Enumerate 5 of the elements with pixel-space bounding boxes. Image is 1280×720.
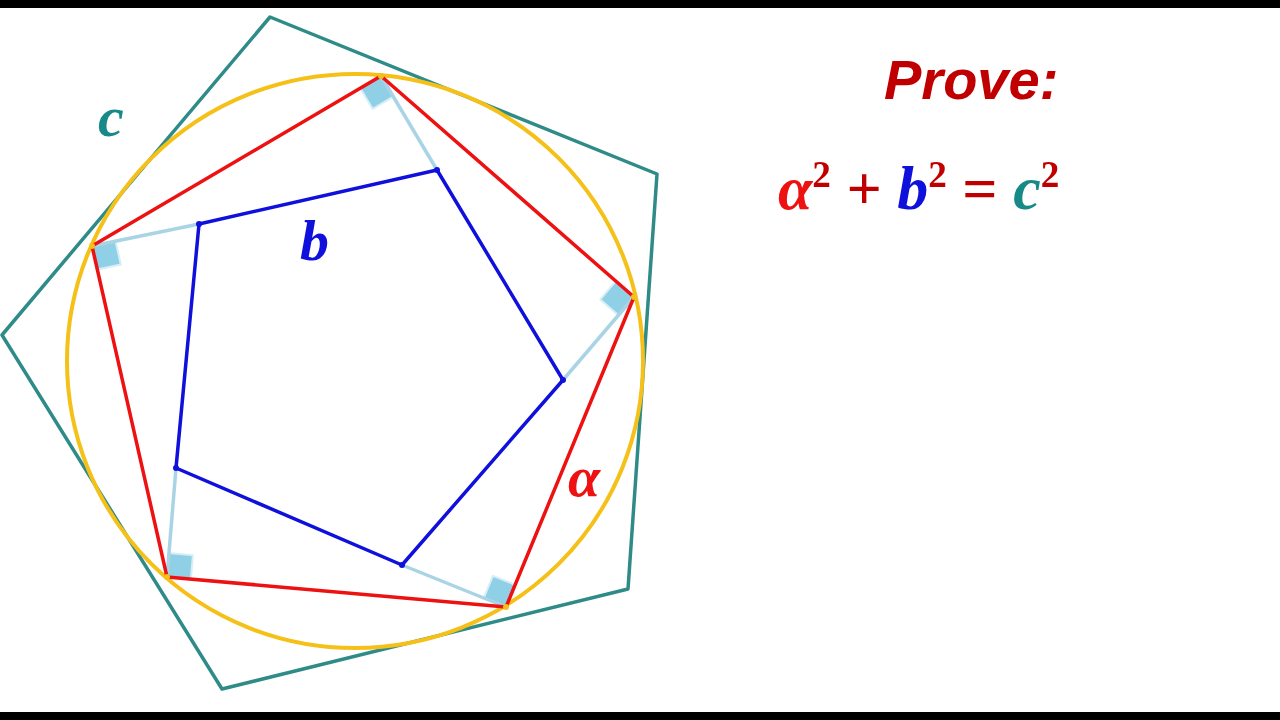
- side-label: α: [568, 448, 601, 506]
- heading: Prove:: [884, 52, 1059, 108]
- equation: α$^{2}$ + b$^{2}$ = c$^{2}$: [778, 156, 1060, 219]
- side-label: b: [300, 212, 329, 270]
- side-label: c: [98, 88, 124, 146]
